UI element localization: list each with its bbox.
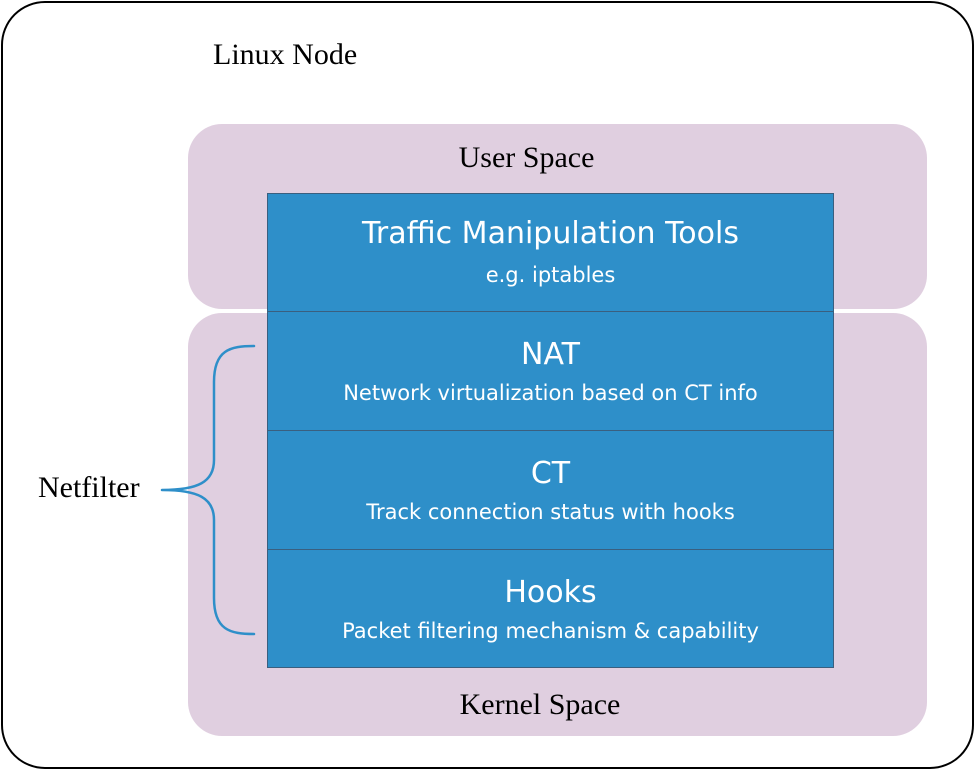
layer-description: Packet filtering mechanism & capability [342,619,759,643]
layer-title: Traffic Manipulation Tools [362,216,739,251]
user-space-label: User Space [458,141,595,174]
layer-title: NAT [521,337,580,372]
layer-title: CT [530,456,571,491]
layer-description: Track connection status with hooks [366,500,735,524]
hooks-box: Hooks Packet filtering mechanism & capab… [267,549,834,668]
layer-description: e.g. iptables [485,263,616,287]
netfilter-label: Netfilter [38,471,140,504]
kernel-space-label: Kernel Space [459,688,621,721]
nat-box: NAT Network virtualization based on CT i… [267,311,834,431]
traffic-manipulation-tools-box: Traffic Manipulation Tools e.g. iptables [267,193,834,312]
netfilter-brace [160,344,256,636]
ct-box: CT Track connection status with hooks [267,430,834,550]
layer-title: Hooks [504,575,597,610]
brace-curve [160,344,256,636]
linux-node-label: Linux Node [213,38,358,71]
layer-description: Network virtualization based on CT info [343,381,758,405]
